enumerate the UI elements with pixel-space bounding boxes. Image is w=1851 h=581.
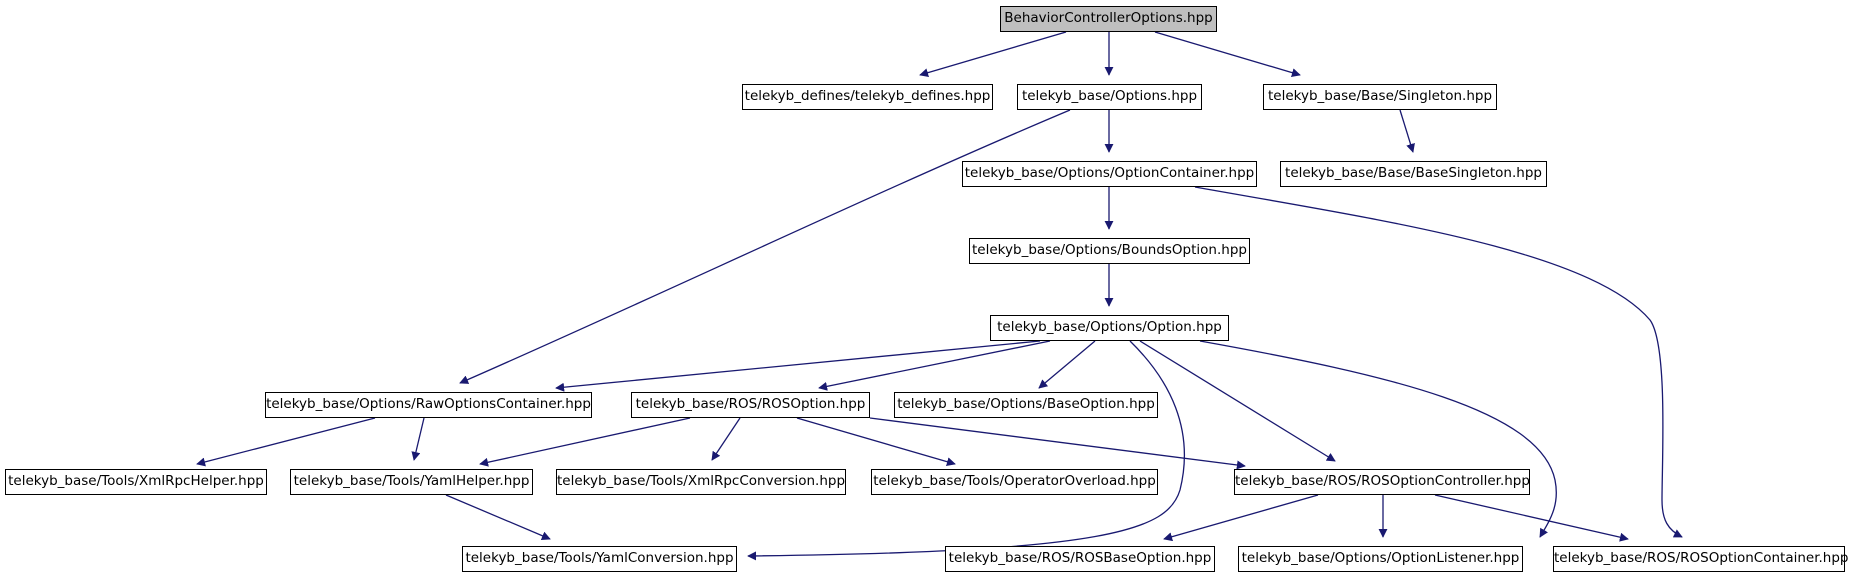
node-root[interactable]: BehaviorControllerOptions.hpp (1000, 6, 1217, 32)
edge-rosoption-to-yamlhelper (479, 417, 691, 467)
node-bounds[interactable]: telekyb_base/Options/BoundsOption.hpp (969, 238, 1250, 264)
edge-root-to-defines (919, 31, 1067, 78)
edge-option-to-rawcontainer (555, 340, 1041, 392)
edge-options-to-rawcontainer (459, 109, 1071, 384)
node-xmlrpcconv[interactable]: telekyb_base/Tools/XmlRpcConversion.hpp (556, 469, 846, 495)
node-options[interactable]: telekyb_base/Options.hpp (1017, 84, 1202, 110)
edge-roscontroller-to-rosbase (1163, 494, 1319, 542)
node-basesingleton[interactable]: telekyb_base/Base/BaseSingleton.hpp (1280, 161, 1547, 187)
node-singleton[interactable]: telekyb_base/Base/Singleton.hpp (1263, 84, 1497, 110)
node-rawcontainer[interactable]: telekyb_base/Options/RawOptionsContainer… (265, 392, 592, 418)
edge-option-to-rosoption (818, 340, 1051, 391)
node-yamlhelper[interactable]: telekyb_base/Tools/YamlHelper.hpp (290, 469, 533, 495)
node-defines[interactable]: telekyb_defines/telekyb_defines.hpp (742, 84, 993, 110)
node-xmlrpchelper[interactable]: telekyb_base/Tools/XmlRpcHelper.hpp (5, 469, 267, 495)
edge-roscontroller-to-roscontainer (1434, 494, 1629, 542)
node-optcontainer[interactable]: telekyb_base/Options/OptionContainer.hpp (962, 161, 1257, 187)
edge-option-to-listener (1199, 340, 1557, 538)
edge-optcontainer-to-roscontainer (1194, 186, 1683, 538)
edge-rawcontainer-to-xmlrpchelper (196, 417, 376, 467)
node-roscontainer[interactable]: telekyb_base/ROS/ROSOptionContainer.hpp (1553, 546, 1849, 572)
edge-root-to-singleton (1154, 31, 1301, 78)
edge-rosoption-to-xmlrpcconv (711, 417, 741, 461)
node-baseoption[interactable]: telekyb_base/Options/BaseOption.hpp (894, 392, 1158, 418)
node-rosbase[interactable]: telekyb_base/ROS/ROSBaseOption.hpp (945, 546, 1215, 572)
node-roscontroller[interactable]: telekyb_base/ROS/ROSOptionController.hpp (1234, 469, 1530, 495)
node-listener[interactable]: telekyb_base/Options/OptionListener.hpp (1238, 546, 1523, 572)
node-option[interactable]: telekyb_base/Options/Option.hpp (990, 315, 1229, 341)
edge-yamlhelper-to-yamlconv (445, 494, 551, 540)
edge-singleton-to-basesingleton (1399, 109, 1415, 153)
edge-rosoption-to-opoverload (796, 417, 956, 467)
edge-rawcontainer-to-yamlhelper (411, 417, 425, 461)
edge-option-to-roscontroller (1139, 340, 1336, 462)
edge-rosoption-to-roscontroller (869, 417, 1246, 470)
node-opoverload[interactable]: telekyb_base/Tools/OperatorOverload.hpp (871, 469, 1158, 495)
edge-option-to-baseoption (1038, 340, 1096, 389)
node-yamlconv[interactable]: telekyb_base/Tools/YamlConversion.hpp (462, 546, 737, 572)
edge-option-to-yamlconv (747, 340, 1186, 561)
node-rosoption[interactable]: telekyb_base/ROS/ROSOption.hpp (631, 392, 870, 418)
